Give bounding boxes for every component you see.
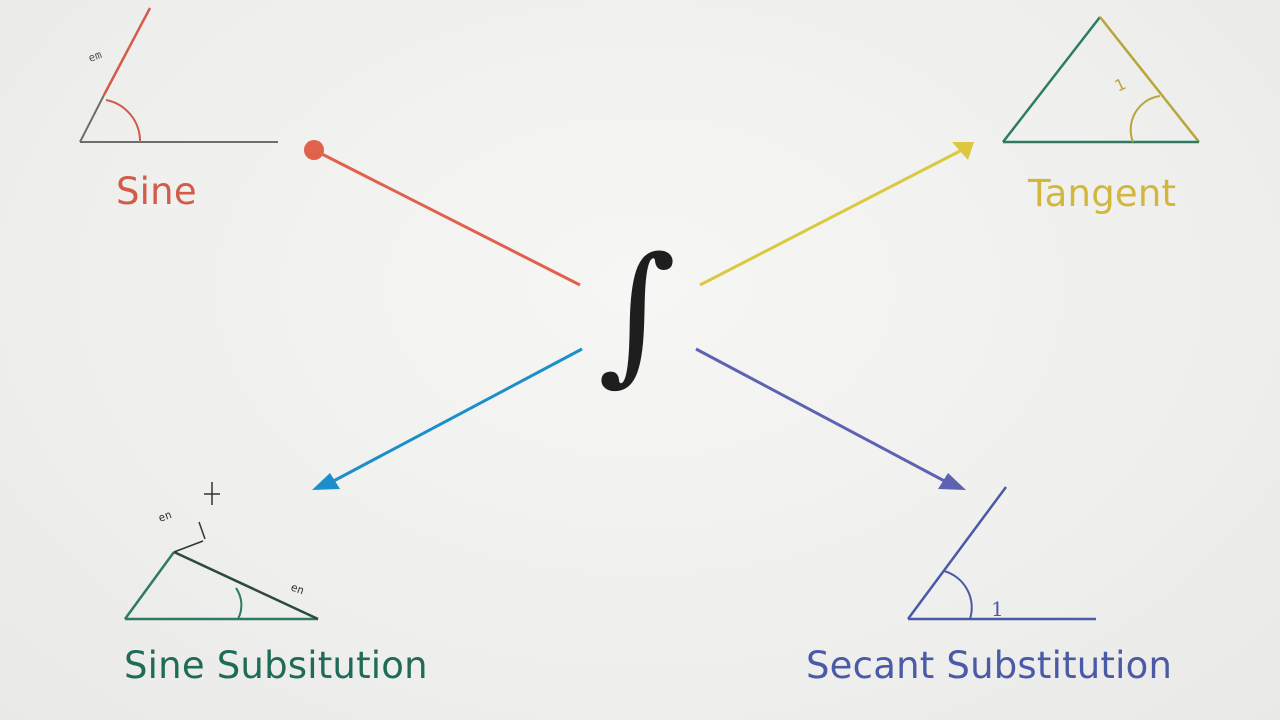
tangent-triangle-figure: 1 xyxy=(1002,16,1200,144)
sine-connector xyxy=(313,148,581,287)
secant-substitution-figure: 1 xyxy=(906,486,1096,621)
tangent-angle-arc xyxy=(1129,95,1161,143)
sine-connector-dot xyxy=(304,140,324,160)
sine-angle-arc xyxy=(105,99,142,143)
secantsub-annotation: 1 xyxy=(991,597,1004,621)
sinesub-tick-mark-1 xyxy=(198,521,206,540)
secantsub-arrowhead xyxy=(938,473,966,490)
secantsub-angle-arc xyxy=(943,570,973,620)
tangent-annotation: 1 xyxy=(1112,74,1129,96)
sinesub-arrowhead xyxy=(312,473,340,490)
sinesub-connector xyxy=(325,347,583,487)
integral-symbol: ∫ xyxy=(598,226,677,400)
tangent-label: Tangent xyxy=(1028,172,1177,215)
secant-substitution-label: Secant Substitution xyxy=(806,644,1173,687)
connectors xyxy=(304,140,974,490)
sinesub-annotation-left: en xyxy=(157,508,174,525)
sinesub-hypotenuse xyxy=(173,550,319,621)
sine-annotation: em xyxy=(87,48,104,65)
tangent-connector xyxy=(699,148,963,287)
tangent-left-side xyxy=(1002,16,1101,143)
sine-substitution-figure: en en xyxy=(123,482,319,621)
sine-substitution-label: Sine Subsitution xyxy=(124,644,428,687)
tangent-right-side xyxy=(1099,16,1200,143)
sine-angle-lower-ray xyxy=(79,94,105,143)
sinesub-left-side xyxy=(123,551,176,620)
sine-angle-upper-ray xyxy=(102,7,152,96)
sinesub-angle-arc xyxy=(235,587,243,620)
sine-label: Sine xyxy=(116,170,197,213)
tangent-connector-head xyxy=(952,142,974,160)
secantsub-connector xyxy=(695,347,953,487)
sinesub-tick-connector xyxy=(173,540,204,553)
sine-angle-figure: em xyxy=(79,7,278,143)
sinesub-annotation-right: en xyxy=(289,581,306,598)
secantsub-ray xyxy=(906,486,1008,620)
